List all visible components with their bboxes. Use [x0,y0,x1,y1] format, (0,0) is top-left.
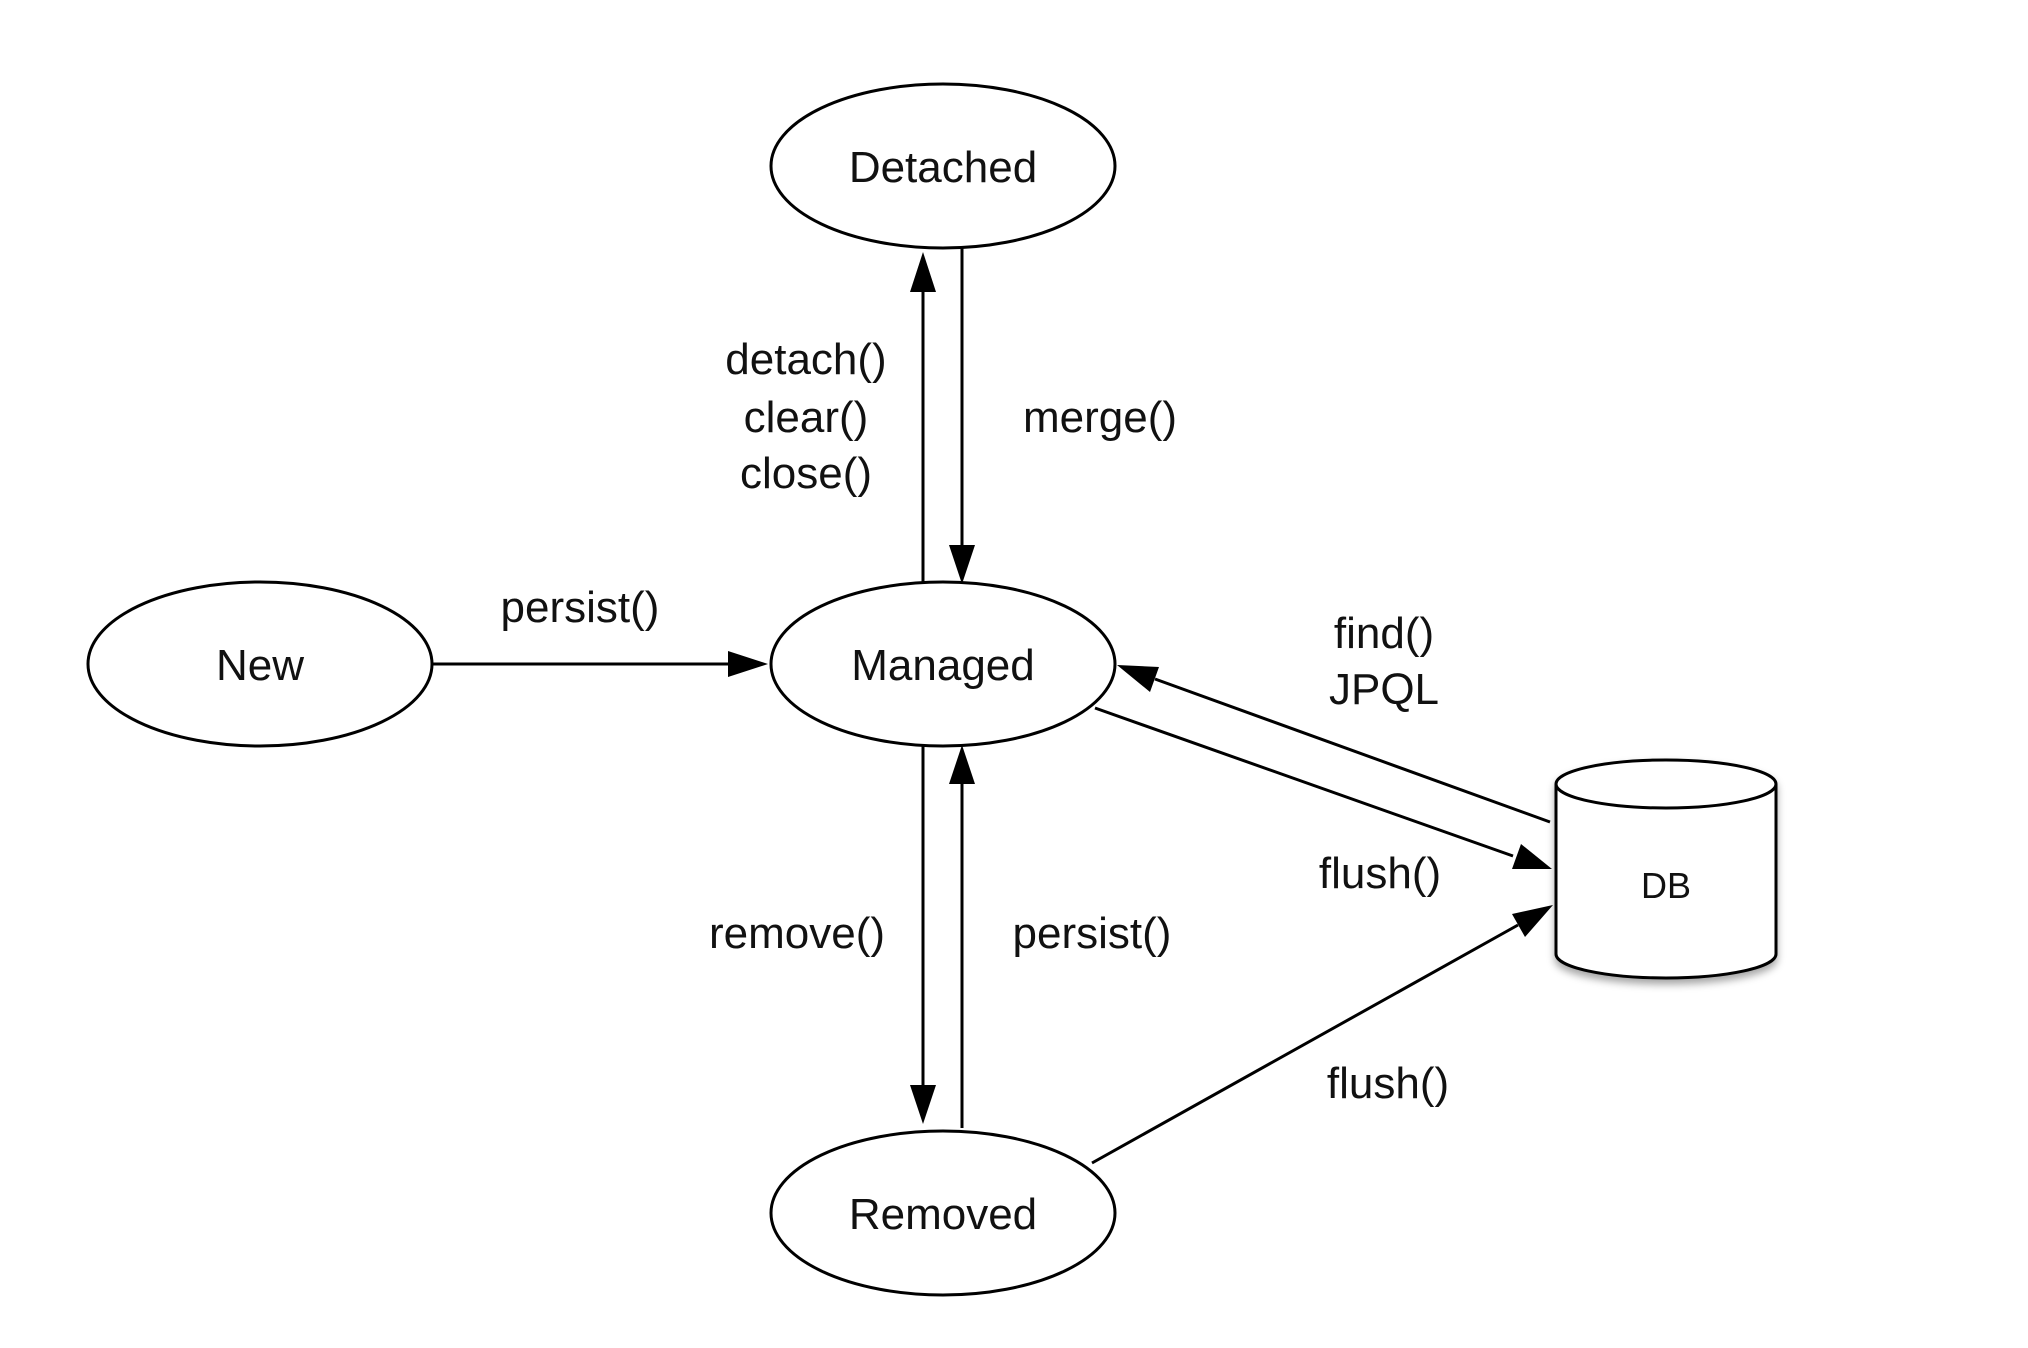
edge-new-to-managed [431,651,768,677]
node-new: New [86,580,434,748]
edge-label-flush-removed: flush() [1327,1059,1449,1108]
node-removed: Removed [769,1129,1117,1297]
arrow-head-down-removed [910,1085,936,1124]
edge-label-persist-new: persist() [501,583,660,632]
node-db-cylinder: DB [1554,758,1778,980]
edge-removed-to-managed [949,745,975,1128]
edge-label-remove: remove() [709,909,885,958]
edge-managed-to-removed [910,745,936,1124]
arrow-head-to-db-from-removed [1512,905,1553,937]
arrow-head-up-detached [910,252,936,292]
edge-label-close: close() [740,449,872,498]
node-label-removed: Removed [849,1190,1037,1239]
edge-managed-to-db [1094,706,1552,869]
edge-label-persist-removed: persist() [1013,909,1172,958]
edge-label-detach: detach() [725,335,886,384]
arrow-head-right-managed [728,651,768,677]
edge-removed-to-db [1091,905,1553,1165]
arrow-head-to-managed-from-db [1117,665,1159,692]
node-managed: Managed [769,580,1117,748]
edge-db-to-managed [1117,665,1551,824]
edge-detached-to-managed [949,241,975,584]
node-label-managed: Managed [851,641,1034,690]
node-label-detached: Detached [849,143,1037,192]
edge-label-find: find() [1334,609,1434,658]
node-label-new: New [216,641,304,690]
edge-label-clear: clear() [744,393,869,442]
arrow-head-down-managed [949,545,975,584]
edge-label-flush-managed: flush() [1319,849,1441,898]
arrow-head-to-db-from-managed [1512,844,1552,869]
node-detached: Detached [769,82,1117,250]
edge-label-jpql: JPQL [1329,665,1439,714]
arrow-head-up-managed [949,745,975,784]
node-label-db: DB [1641,865,1691,906]
edge-label-merge: merge() [1023,393,1177,442]
edge-managed-to-detached [910,252,936,583]
